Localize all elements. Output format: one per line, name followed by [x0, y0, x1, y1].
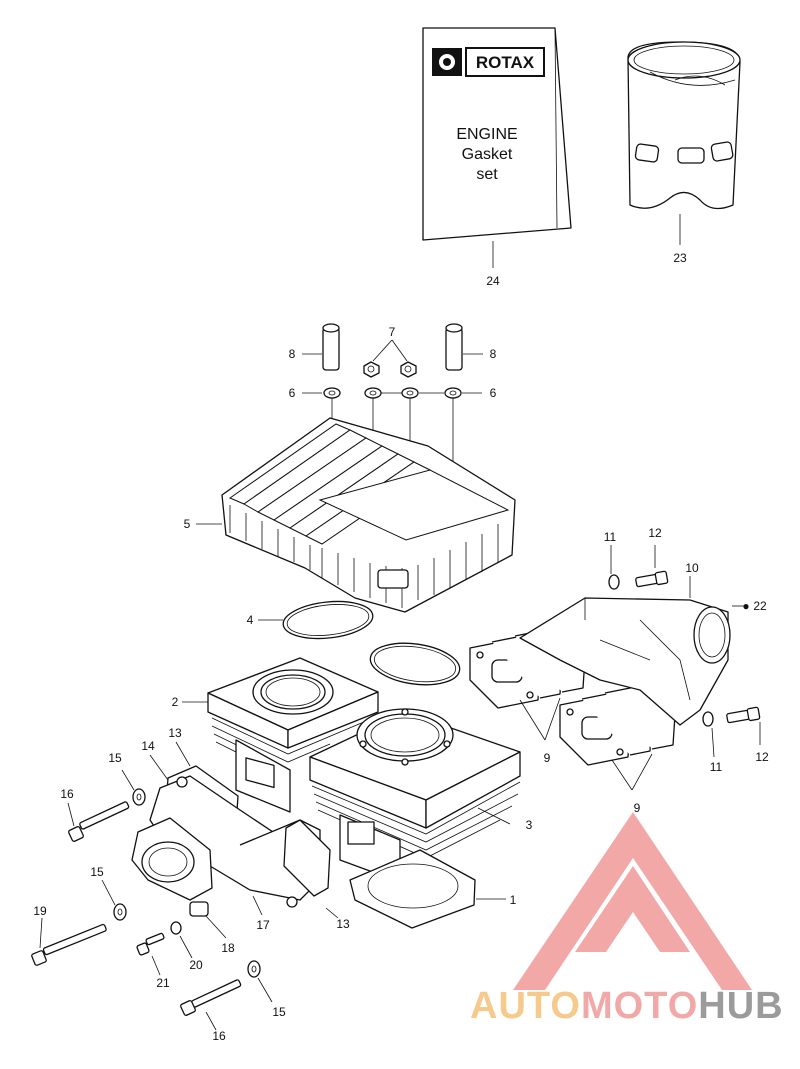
callout-16-lower: 16	[212, 1029, 226, 1043]
callout-6-right: 6	[490, 386, 497, 400]
stud-left	[302, 323, 340, 371]
callout-22: 22	[753, 599, 767, 613]
exhaust-manifold	[519, 576, 746, 726]
manifold-washer-top	[608, 545, 620, 590]
bolt-21	[136, 932, 165, 976]
callout-4: 4	[247, 613, 254, 627]
callout-17: 17	[256, 918, 270, 932]
callout-5: 5	[184, 517, 191, 531]
rotax-logo-text: ROTAX	[476, 53, 535, 72]
callout-1: 1	[510, 893, 517, 907]
callout-9-upper: 9	[544, 751, 551, 765]
cylinder-right	[309, 708, 521, 883]
manifold-bolt-top	[635, 545, 669, 588]
callout-8-left: 8	[289, 347, 296, 361]
watermark-text: AUTOMOTOHUB	[470, 985, 784, 1027]
bolt-16-upper	[67, 801, 130, 842]
watermark-text-moto: MOTO	[581, 985, 698, 1027]
washer-20	[170, 921, 193, 959]
svg-text:AUTOMOTOHUB: AUTOMOTOHUB	[470, 985, 784, 1027]
base-gasket	[349, 849, 506, 929]
callout-13-upper: 13	[168, 726, 182, 740]
callout-6-left: 6	[289, 386, 296, 400]
oil-drop-icon: ●	[742, 599, 749, 613]
washer-15c	[247, 960, 273, 1003]
head-gaskets	[258, 600, 461, 686]
callout-14: 14	[141, 739, 155, 753]
callout-13-lower: 13	[336, 917, 350, 931]
gasket-box-title-line2: Gasket	[462, 146, 513, 163]
callout-15-a: 15	[108, 751, 122, 765]
callout-11-bottom: 11	[710, 760, 723, 774]
callout-11-top: 11	[604, 530, 617, 544]
callout-9-lower: 9	[634, 801, 641, 815]
cylinder-left	[182, 657, 379, 813]
washers	[302, 387, 482, 510]
washer-15b	[101, 879, 127, 921]
callout-labels: 24 23 8 7 8 6 6 5 4 2 3 1 11 12 10 ● 22 …	[33, 251, 769, 1043]
callout-12-top: 12	[648, 526, 662, 540]
flange-nut	[189, 901, 227, 939]
manifold-bolt-bottom	[726, 706, 761, 745]
gasket-set-box: ROTAX ENGINE Gasket set	[422, 27, 572, 268]
washer-15a	[121, 769, 146, 806]
callout-19: 19	[33, 904, 47, 918]
gasket-box-title-line1: ENGINE	[456, 126, 517, 143]
manifold-washer-bottom	[702, 711, 715, 758]
callout-23: 23	[673, 251, 687, 265]
cylinder-head	[196, 417, 516, 613]
callout-20: 20	[189, 958, 203, 972]
callout-3: 3	[526, 818, 533, 832]
callout-8-right: 8	[490, 347, 497, 361]
watermark-logo	[513, 812, 752, 990]
callout-15-c: 15	[272, 1005, 286, 1019]
callout-21: 21	[156, 976, 170, 990]
callout-10: 10	[685, 561, 699, 575]
callout-15-b: 15	[90, 865, 104, 879]
callout-16-upper: 16	[60, 787, 74, 801]
callout-24: 24	[486, 274, 500, 288]
watermark-text-auto: AUTO	[470, 985, 581, 1027]
nuts	[363, 339, 417, 378]
watermark-text-hub: HUB	[698, 985, 783, 1027]
carburetor-flange	[131, 817, 263, 916]
bolt-16-lower	[180, 979, 242, 1031]
callout-12-bottom: 12	[755, 750, 769, 764]
cylinder-sleeve	[627, 41, 741, 245]
bolt-19	[31, 917, 107, 966]
exhaust-gaskets-lower	[559, 684, 676, 791]
stud-right	[445, 323, 483, 371]
callout-7: 7	[389, 325, 396, 339]
intake-gasket-lower	[283, 819, 339, 919]
callout-18: 18	[221, 941, 235, 955]
callout-2: 2	[172, 695, 179, 709]
gasket-box-title-line3: set	[476, 166, 498, 183]
